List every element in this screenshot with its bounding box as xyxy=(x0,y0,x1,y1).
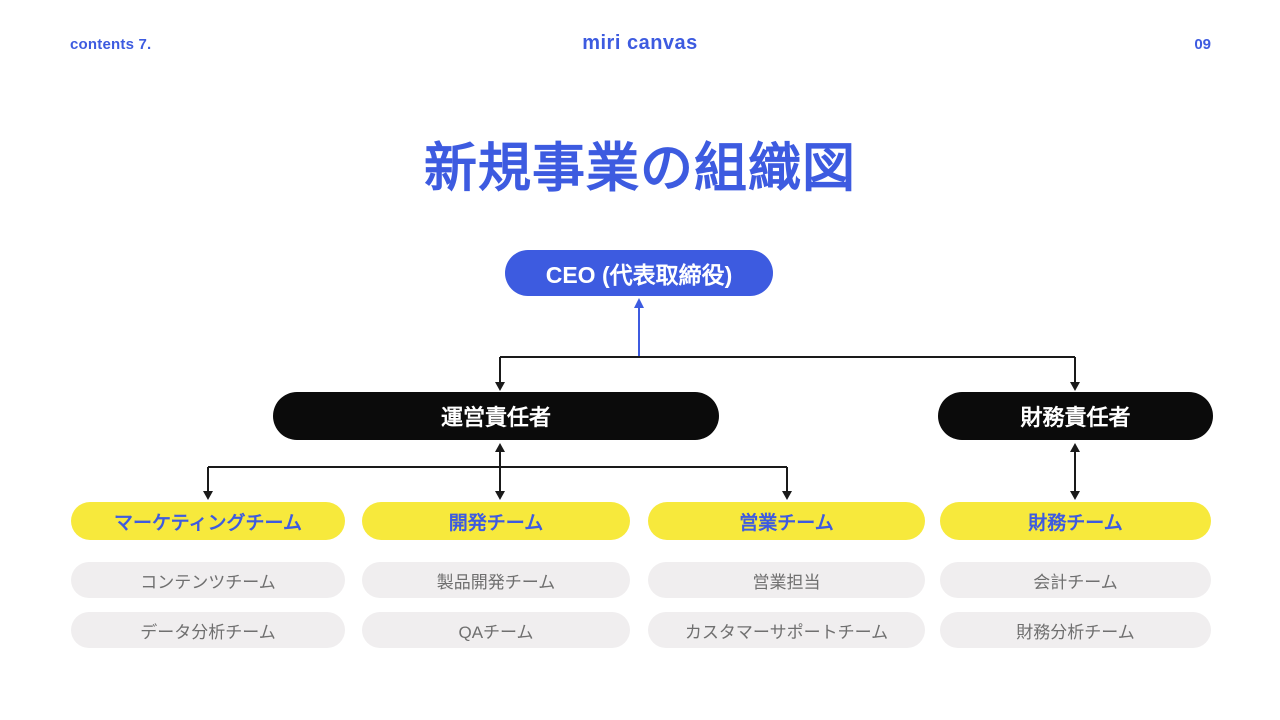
subteam-node-financial-analysis-label: 財務分析チーム xyxy=(1016,622,1135,642)
connector-drop-finance-arrowhead xyxy=(1070,382,1080,391)
manager-node-operations: 運営責任者 xyxy=(273,392,719,440)
subteam-node-qa: QAチーム xyxy=(362,612,630,648)
team-node-dev: 開発チーム xyxy=(362,502,630,540)
subteam-node-product-dev-label: 製品開発チーム xyxy=(436,572,556,592)
subteam-node-data-analysis: データ分析チーム xyxy=(71,612,345,648)
team-node-sales: 営業チーム xyxy=(648,502,925,540)
connector-operations-up-arrowhead xyxy=(495,443,505,452)
subteam-node-contents: コンテンツチーム xyxy=(71,562,345,598)
ceo-node-label: CEO (代表取締役) xyxy=(545,262,733,288)
subteam-node-qa-label: QAチーム xyxy=(458,622,534,642)
team-node-sales-label: 営業チーム xyxy=(739,512,834,534)
page-number: 09 xyxy=(1194,36,1211,53)
subteam-node-data-analysis-label: データ分析チーム xyxy=(140,622,276,642)
connector-drop-dev-arrowhead xyxy=(495,491,505,500)
connector-finance-up-arrowhead xyxy=(1070,443,1080,452)
connector-drop-marketing-arrowhead xyxy=(203,491,213,500)
ceo-node: CEO (代表取締役) xyxy=(505,250,773,296)
team-node-marketing: マーケティングチーム xyxy=(71,502,345,540)
connector-drop-operations-arrowhead xyxy=(495,382,505,391)
connector-ceo-up-arrowhead xyxy=(634,298,644,308)
connector-drop-finance-team-arrowhead xyxy=(1070,491,1080,500)
team-node-marketing-label: マーケティングチーム xyxy=(114,512,302,534)
team-node-dev-label: 開発チーム xyxy=(448,512,544,534)
subteam-node-product-dev: 製品開発チーム xyxy=(362,562,630,598)
subteam-node-customer-support: カスタマーサポートチーム xyxy=(648,612,925,648)
subteam-node-financial-analysis: 財務分析チーム xyxy=(940,612,1211,648)
manager-node-operations-label: 運営責任者 xyxy=(440,405,551,430)
miricanvas-logo: miri canvas xyxy=(582,32,698,54)
contents-label: contents 7. xyxy=(70,36,152,53)
connector-drop-sales-arrowhead xyxy=(782,491,792,500)
team-node-finance-label: 財務チーム xyxy=(1028,512,1123,534)
subteam-node-sales-rep-label: 営業担当 xyxy=(752,572,821,592)
team-node-finance: 財務チーム xyxy=(940,502,1211,540)
subteam-node-contents-label: コンテンツチーム xyxy=(140,572,276,592)
subteam-node-customer-support-label: カスタマーサポートチーム xyxy=(684,622,889,642)
subteam-node-accounting: 会計チーム xyxy=(940,562,1211,598)
subteam-node-sales-rep: 営業担当 xyxy=(648,562,925,598)
manager-node-finance-label: 財務責任者 xyxy=(1020,405,1131,430)
subteam-node-accounting-label: 会計チーム xyxy=(1033,572,1118,592)
manager-node-finance: 財務責任者 xyxy=(938,392,1213,440)
page-title: 新規事業の組織図 xyxy=(424,139,856,198)
